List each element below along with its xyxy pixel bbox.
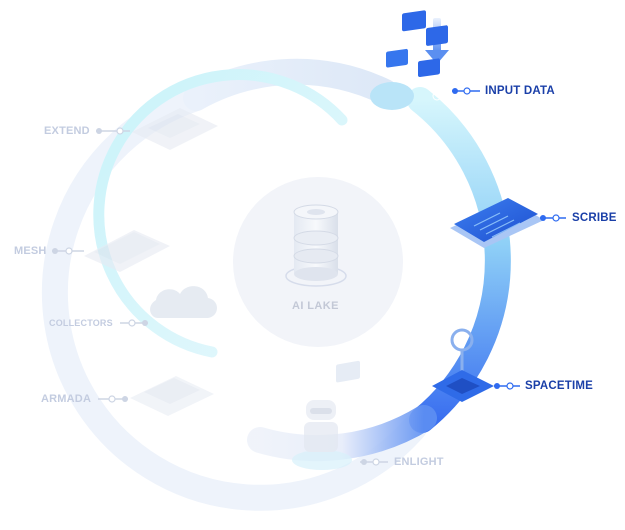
connector-armada [98,395,128,403]
database-icon [285,204,347,287]
enlight-robot-icon [292,360,360,470]
mesh-icon [84,230,170,272]
connector-extend [96,127,130,135]
scribe-icon [450,198,544,248]
armada-icon [130,376,214,416]
connector-scribe [540,214,566,222]
stage-label-input-data: INPUT DATA [485,85,555,97]
active-flow-bottom [247,405,437,462]
stage-label-armada: ARMADA [41,393,92,405]
outer-ring-faded [41,85,427,511]
stage-label-mesh: MESH [14,245,47,257]
connector-collectors [120,319,148,327]
outer-ring-top [183,58,398,111]
stage-label-collectors: COLLECTORS [49,318,113,328]
stage-label-enlight: ENLIGHT [394,456,444,468]
connector-spacetime [494,382,520,390]
connector-input-data [452,87,480,95]
connector-mesh [52,247,84,255]
spacetime-icon [432,328,494,402]
inner-ring [93,69,348,358]
input-data-icon [370,10,449,110]
ai-lake-label: AI LAKE [292,300,339,312]
stage-label-scribe: SCRIBE [572,212,617,224]
stage-label-extend: EXTEND [44,125,90,137]
collectors-cloud-icon [150,286,217,318]
extend-icon [132,108,218,150]
stage-label-spacetime: SPACETIME [525,380,594,392]
connector-enlight [360,458,388,466]
